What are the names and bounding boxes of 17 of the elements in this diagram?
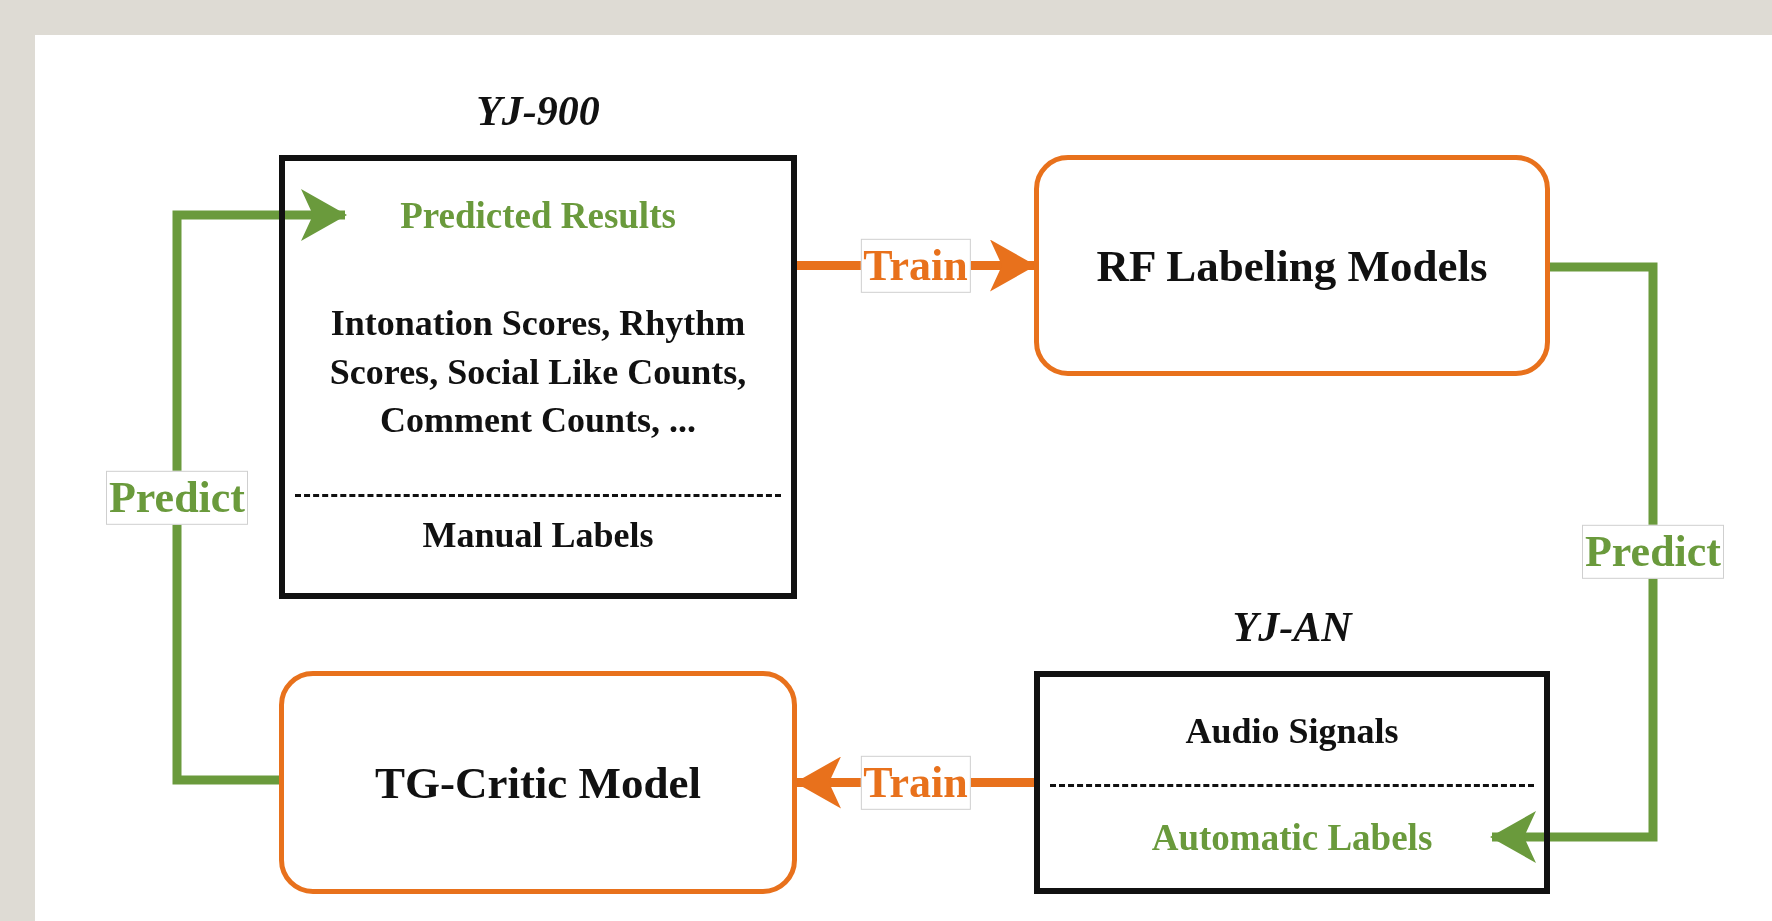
model-title: TG-Critic Model: [374, 756, 702, 809]
edge-label: Predict: [106, 470, 248, 525]
result-label: Predicted Results: [400, 193, 676, 237]
box-heading: YJ-AN: [1231, 603, 1354, 652]
model-box: [279, 671, 797, 894]
box-heading: YJ-900: [475, 87, 601, 136]
arrow: [172, 189, 347, 785]
arrow: [1490, 262, 1658, 863]
result-label: Automatic Labels: [1151, 815, 1433, 859]
body-text: Intonation Scores, Rhythm Scores, Social Like Counts, Comment Counts, ...: [328, 302, 748, 443]
edge-label: Train: [860, 238, 971, 293]
edge-label: Predict: [1582, 524, 1724, 580]
body-text: Audio Signals: [1184, 710, 1400, 753]
body-text: Manual Labels: [421, 514, 655, 557]
edge-label: Train: [860, 755, 971, 810]
model-box: [1034, 155, 1550, 376]
model-title: RF Labeling Models: [1096, 239, 1488, 292]
